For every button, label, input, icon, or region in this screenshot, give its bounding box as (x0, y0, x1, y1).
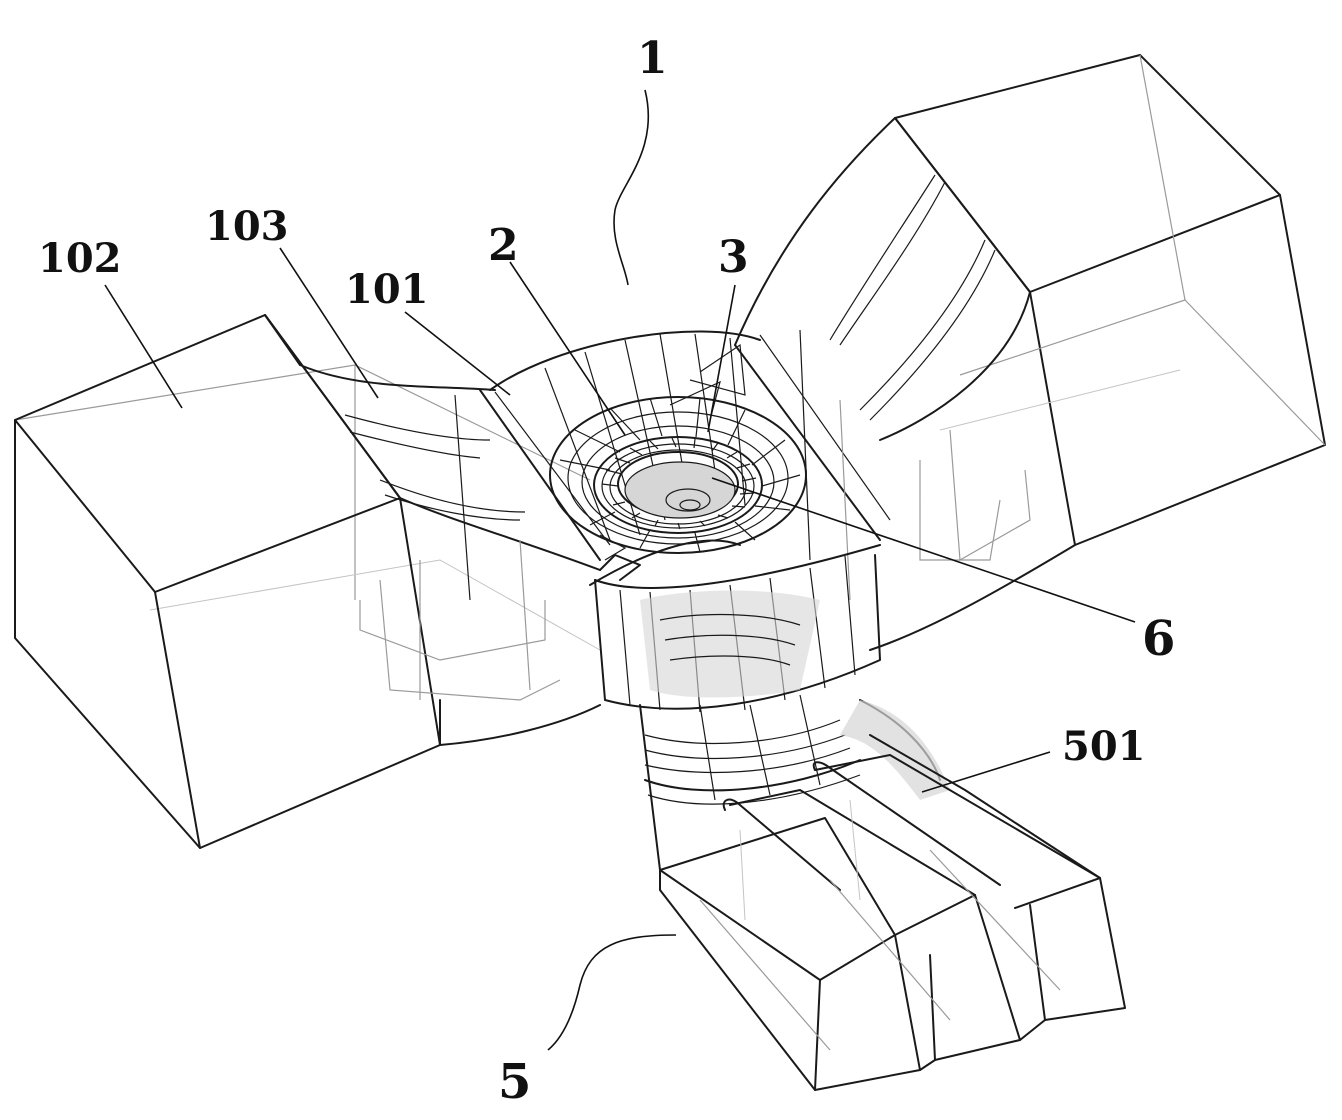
label-501: 501 (1062, 723, 1146, 770)
label-103: 103 (205, 203, 289, 250)
left-box-102 (14, 314, 601, 849)
central-volute-101 (489, 330, 881, 713)
leader-5 (547, 934, 677, 1051)
leader-3 (707, 284, 736, 433)
leader-2 (509, 261, 626, 436)
leader-lines (104, 89, 1136, 1051)
leader-101 (404, 311, 511, 396)
right-curved-channel (734, 117, 1076, 651)
label-3: 3 (718, 232, 749, 283)
rotor-assembly (549, 396, 807, 581)
reference-labels: 1 2 3 101 102 103 6 501 5 (38, 33, 1175, 1110)
label-101: 101 (345, 266, 429, 313)
label-5: 5 (498, 1054, 531, 1110)
leader-1 (613, 89, 650, 286)
label-1: 1 (637, 33, 668, 84)
leader-501 (921, 751, 1051, 793)
leader-6 (711, 477, 1136, 623)
outlet-neck (639, 694, 950, 871)
leader-102 (104, 284, 183, 409)
right-box (894, 54, 1326, 546)
label-6: 6 (1142, 611, 1175, 667)
label-2: 2 (488, 220, 519, 271)
leader-103 (279, 247, 379, 399)
left-curved-channel-103 (264, 314, 611, 746)
label-102: 102 (38, 235, 122, 282)
outlet-ducts-501 (659, 734, 1126, 1091)
